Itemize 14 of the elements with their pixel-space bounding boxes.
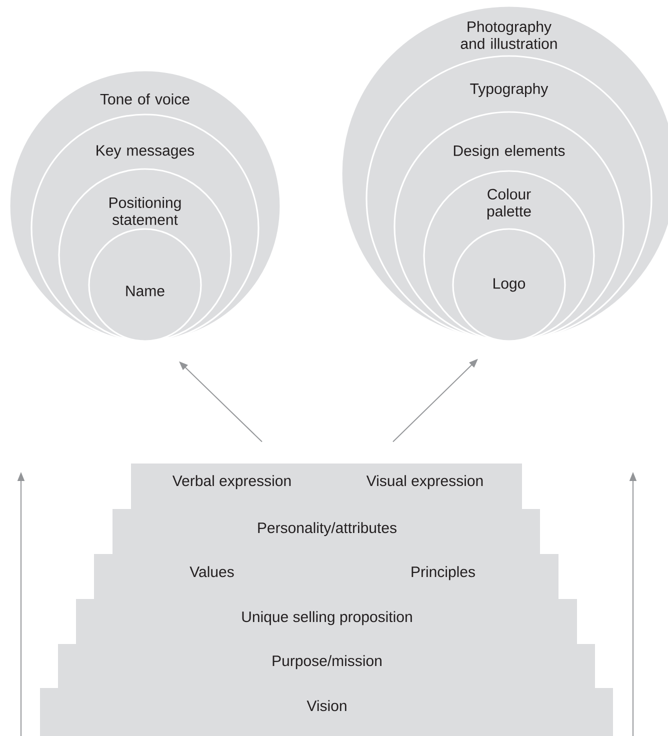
- node-label: Unique selling proposition: [242, 611, 412, 626]
- step-band: Purpose/mission: [58, 644, 595, 689]
- node-label: Verbal expression: [172, 475, 291, 490]
- step-band: Values Principles: [94, 554, 558, 600]
- node-label: Principles: [412, 566, 475, 580]
- step-band: Unique selling proposition: [76, 599, 577, 645]
- node-label: Visual expression: [366, 475, 483, 490]
- node-label: Vision: [306, 700, 346, 712]
- step-band: Vision: [40, 688, 613, 736]
- node-label: Purpose/mission: [272, 655, 382, 670]
- step-band: Verbal expression Visual expression: [131, 464, 522, 510]
- node-label: Values: [190, 566, 234, 578]
- node-label: Personality/attributes: [258, 522, 396, 536]
- step-band: Personality/attributes: [112, 509, 540, 555]
